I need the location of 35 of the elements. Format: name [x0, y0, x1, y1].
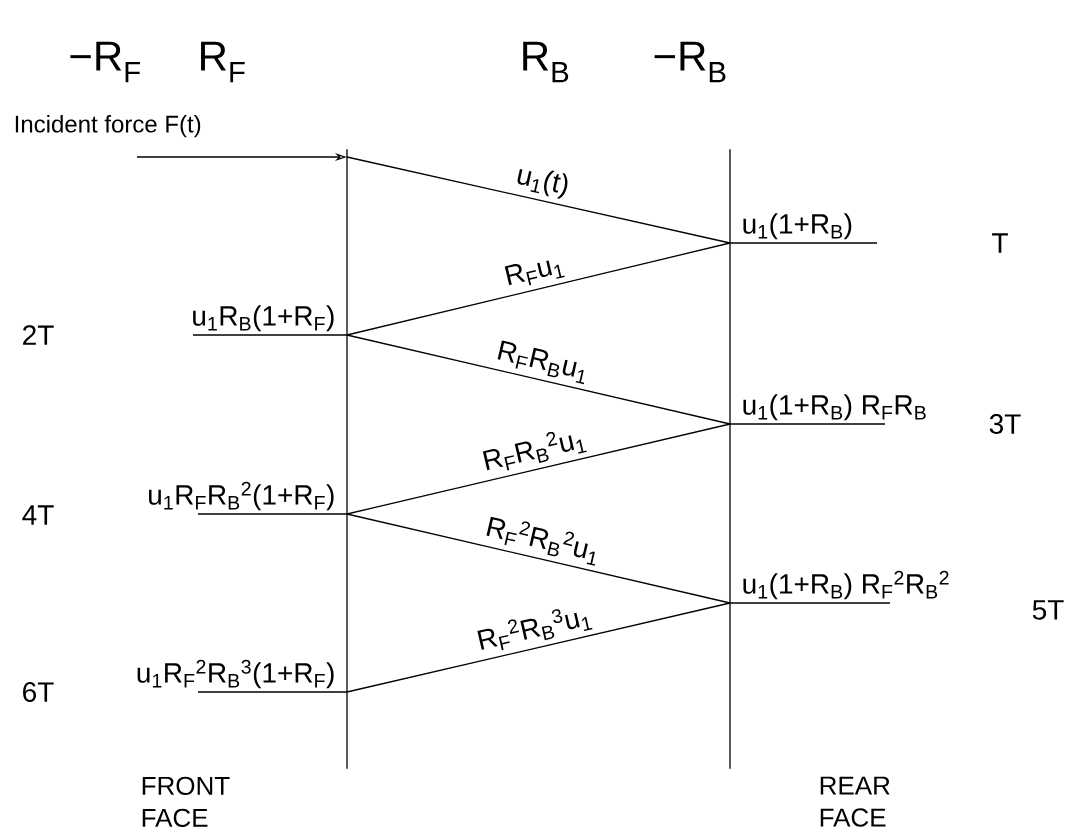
ray-line — [729, 602, 891, 604]
ray-line — [346, 242, 731, 336]
ray-line — [197, 691, 348, 693]
ray-line — [346, 423, 731, 515]
time-label: 6T — [23, 682, 54, 702]
edge-label: u$_{1}$(t) — [511, 160, 574, 203]
ray-line — [192, 334, 348, 336]
time-label: 3T — [989, 414, 1021, 434]
edge-label: R$_{F}$R$_{B}$u$_{1}$ — [491, 337, 594, 387]
time-label: 5T — [1032, 600, 1064, 620]
coefficient-label: −R$_{F}$ — [70, 41, 140, 83]
time-label: T — [992, 233, 1008, 253]
ray-line — [729, 242, 878, 244]
ray-line — [346, 334, 731, 425]
time-label: 4T — [22, 505, 54, 525]
ray-line — [346, 513, 731, 604]
ray-line — [197, 513, 348, 515]
edge-label: u$_{1}$R$_{B}$(1+R$_{F}$) — [193, 305, 334, 332]
time-label: 2T — [23, 325, 54, 345]
ray-line — [346, 156, 731, 244]
edge-label: u$_{1}$(1+R$_{B}$) R$_{F}$R$_{B}$ — [743, 394, 926, 421]
edge-label: u$_{1}$R$_{F}$R$_{B}$$^{2}$(1+R$_{F}$) — [149, 481, 334, 511]
edge-label: Incident force F(t) — [15, 115, 201, 138]
edge-label: R$_{F}$$^{2}$R$_{B}$$^{2}$u$_{1}$ — [480, 510, 606, 569]
edge-label: u$_{1}$(1+R$_{B}$) — [743, 213, 852, 240]
coefficient-label: R$_{F}$ — [201, 41, 245, 83]
edge-label: R$_{F}$$^{2}$R$_{B}$$^{3}$u$_{1}$ — [471, 599, 597, 658]
coefficient-label: −R$_{B}$ — [654, 41, 726, 83]
edge-label: u$_{1}$(1+R$_{B}$) R$_{F}$$^{2}$R$_{B}$2 — [743, 570, 949, 600]
edge-label: R$_{F}$R$_{B}$$^{2}$u$_{1}$ — [477, 422, 591, 478]
edge-label: u$_{1}$R$_{F}$$^{2}$R$_{B}$$^{3}$(1+R$_{F}$) — [137, 659, 334, 689]
coefficient-label: R$_{B}$ — [523, 41, 569, 83]
ray-line — [346, 602, 731, 693]
ray-line — [729, 423, 886, 425]
edge-label: R$_{F}$u$_{1}$ — [500, 250, 569, 293]
